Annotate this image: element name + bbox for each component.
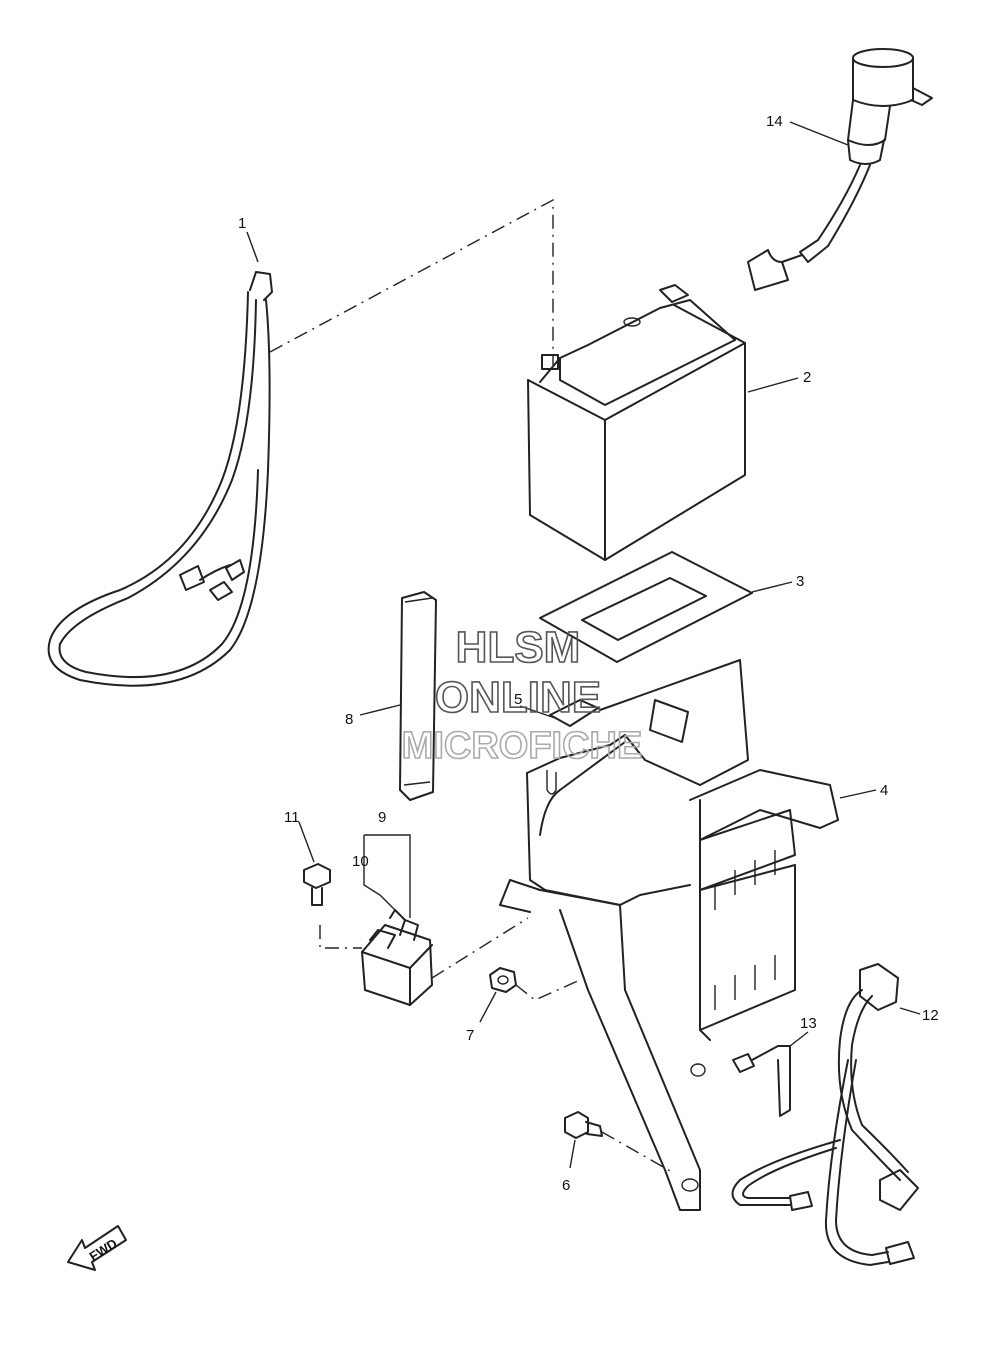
assembly-lines — [269, 198, 673, 1173]
watermark-line-2: ONLINE — [435, 673, 601, 722]
watermark-line-1: HLSM — [456, 623, 581, 672]
part-1-battery-lead[interactable] — [47, 271, 273, 687]
callout-10: 10 — [352, 853, 369, 870]
callout-1: 1 — [238, 215, 246, 232]
callout-13: 13 — [800, 1015, 817, 1032]
part-6-bolt[interactable] — [564, 1111, 603, 1139]
part-13-sensor[interactable] — [732, 1045, 791, 1117]
watermark-line-3: MICROFICHE — [402, 725, 643, 767]
part-4-battery-box[interactable] — [499, 659, 839, 1211]
callout-11: 11 — [284, 809, 300, 826]
part-8-battery-strap[interactable] — [399, 591, 437, 801]
watermark: HLSM ONLINE MICROFICHE — [401, 622, 643, 768]
part-7-nut[interactable] — [489, 967, 517, 993]
callout-9: 9 — [378, 809, 386, 826]
callout-5: 5 — [514, 691, 522, 708]
callout-6: 6 — [562, 1177, 570, 1194]
part-2-battery[interactable] — [527, 284, 746, 561]
leader-lines — [246, 121, 921, 1169]
part-9-starter-relay[interactable] — [361, 909, 433, 1006]
callouts: 1 2 3 4 5 6 7 8 9 10 11 12 13 14 — [238, 113, 939, 1194]
fwd-arrow-icon: FWD — [67, 1225, 127, 1271]
part-14-accessory-socket[interactable] — [747, 48, 933, 291]
callout-14: 14 — [766, 113, 783, 130]
callout-7: 7 — [466, 1027, 474, 1044]
part-12-sub-harness[interactable] — [731, 963, 919, 1266]
part-11-bolt[interactable] — [303, 863, 331, 906]
part-3-rubber-pad[interactable] — [539, 551, 753, 663]
fwd-label: FWD — [87, 1236, 120, 1264]
callout-12: 12 — [922, 1007, 939, 1024]
callout-4: 4 — [880, 782, 888, 799]
callout-2: 2 — [803, 369, 811, 386]
callout-3: 3 — [796, 573, 804, 590]
callout-8: 8 — [345, 711, 353, 728]
